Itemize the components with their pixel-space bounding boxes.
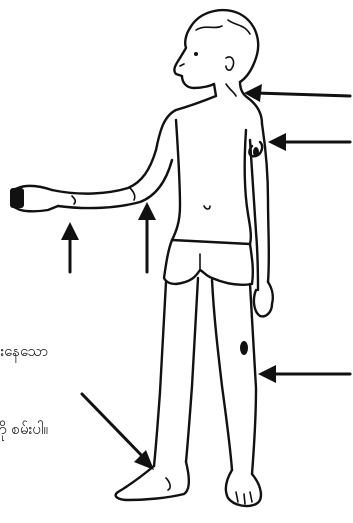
- child-feet: [116, 462, 261, 506]
- child-head: [174, 10, 258, 88]
- caption-line-2: ကို စမ်းပါ။: [0, 416, 130, 442]
- arrow-wrist: [61, 222, 79, 272]
- arrow-neck: [244, 84, 350, 102]
- arrow-elbow: [138, 202, 156, 272]
- child-shorts: [164, 240, 253, 285]
- caption-text: ဦးနေသော ကို စမ်းပါ။: [0, 286, 130, 494]
- child-hanging-arm: [249, 124, 272, 316]
- arrow-knee: [258, 365, 350, 383]
- caption-line-1: ဦးနေသော: [0, 338, 130, 364]
- child-outstretched-arm: [10, 150, 172, 211]
- arrow-upper-arm: [268, 133, 350, 151]
- child-legs: [154, 278, 256, 474]
